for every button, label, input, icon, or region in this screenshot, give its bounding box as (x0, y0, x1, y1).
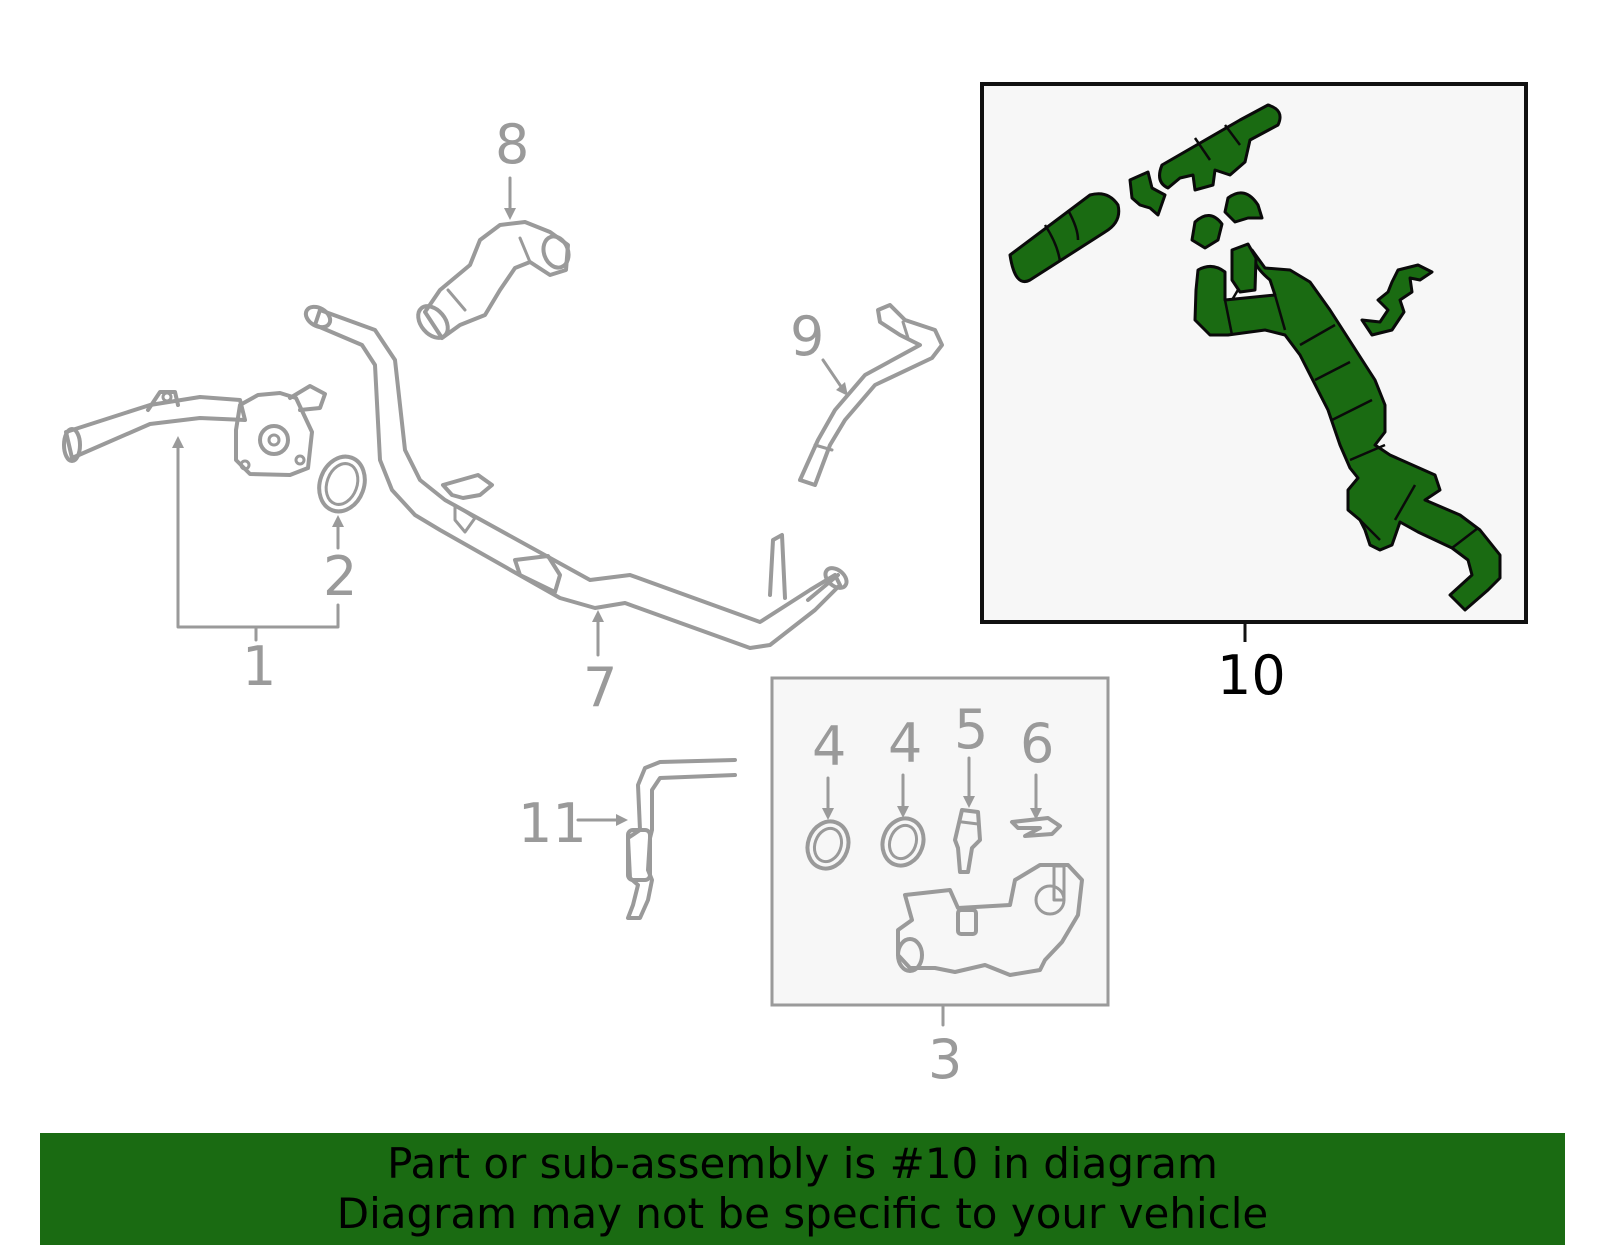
callout-2: 2 (323, 545, 357, 608)
callout-1: 1 (242, 635, 276, 698)
part-3-kit-box (770, 676, 1110, 1007)
leader-1-2 (172, 436, 344, 642)
part-7-pipe (303, 304, 849, 650)
callout-9: 9 (790, 305, 824, 368)
part-11-tube (626, 758, 737, 920)
callout-8: 8 (495, 113, 529, 176)
callout-10: 10 (1217, 644, 1286, 707)
banner-line-1: Part or sub-assembly is #10 in diagram (387, 1139, 1218, 1188)
part-2-gasket (317, 454, 367, 514)
callout-4a: 4 (812, 715, 846, 778)
callout-5: 5 (954, 698, 988, 761)
callout-11: 11 (518, 792, 587, 855)
callout-4b: 4 (888, 712, 922, 775)
part-9-pipe (798, 303, 944, 487)
part-10-box (980, 82, 1528, 624)
part-1-water-outlet (62, 384, 327, 477)
leaders (504, 176, 1247, 1027)
part-8-hose (416, 220, 571, 340)
callout-6: 6 (1020, 712, 1054, 775)
banner-line-2: Diagram may not be specific to your vehi… (336, 1189, 1269, 1238)
callout-3: 3 (928, 1028, 962, 1091)
info-banner: Part or sub-assembly is #10 in diagram D… (40, 1133, 1565, 1245)
callout-7: 7 (583, 656, 617, 719)
